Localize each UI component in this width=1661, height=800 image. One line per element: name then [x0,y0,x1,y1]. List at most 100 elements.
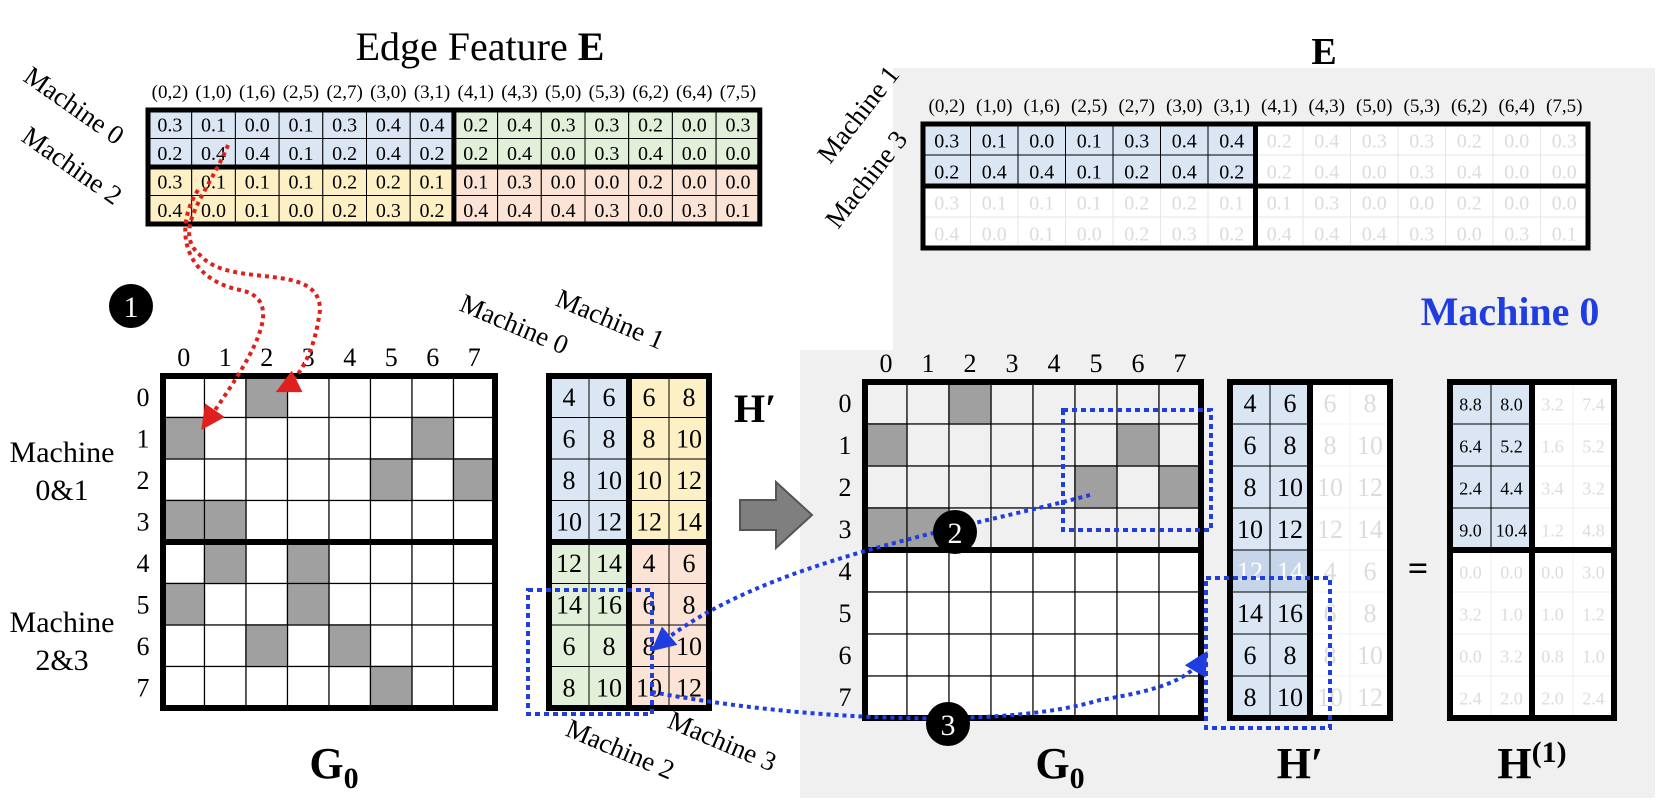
hprime-cell [1269,423,1311,467]
graph-col-index: 2 [260,343,273,372]
graph-cell [203,665,247,709]
edge-cell-value: 0.3 [1124,130,1149,152]
graph-cell [990,423,1034,467]
graph-cell [203,582,247,626]
graph-cell [245,541,289,585]
edge-col-header: (4,1) [458,82,494,103]
hprime-value: 8 [1244,683,1257,712]
edge-cell [628,166,673,196]
edge-cell-value: 0.3 [934,192,959,214]
edge-cell-value: 0.3 [594,143,619,165]
hprime-value: 8 [1364,599,1377,628]
h1-value: 0.0 [1459,563,1482,583]
graph-cell [245,458,289,502]
equals-sign: = [1408,548,1429,588]
graph-cell [162,375,206,419]
h1-cell [1449,423,1492,467]
graph-col-index: 1 [219,343,232,372]
edge-cell [1445,154,1494,187]
edge-col-header: (3,1) [414,82,450,103]
graph-cell [328,582,372,626]
h1-value: 1.2 [1582,605,1605,625]
edge-cell [1302,123,1351,156]
edge-cell-value: 0.2 [1124,192,1149,214]
edge-cell-value: 0.1 [1219,192,1244,214]
edge-cell [1492,185,1541,218]
graph-cell [286,416,330,460]
hprime-value: 4 [643,549,656,578]
hprime-value: 12 [556,549,582,578]
hprime-cell [668,583,710,626]
graph-col-index: 4 [343,343,356,372]
h1-value: 4.8 [1582,521,1605,541]
graph-cell [906,549,950,593]
edge-cell-value: 0.0 [725,171,750,193]
graph-cell [990,465,1034,509]
graph-cell [1074,381,1118,425]
graph-cell [328,499,372,543]
edge-col-header: (0,2) [929,96,965,117]
label-g0-left: G0 [309,739,358,795]
graph-cell [948,591,992,635]
edge-col-header: (6,2) [632,82,668,103]
graph-cell [328,375,372,419]
graph-edge-cell [286,541,330,585]
edge-cell [409,195,455,225]
edge-cell [540,138,586,168]
edge-cell-value: 0.2 [638,171,663,193]
hprime-value: 14 [556,590,582,619]
h1-value: 1.0 [1582,647,1605,667]
edge-cell-value: 0.4 [245,143,270,165]
graph-edge-cell [1158,465,1202,509]
graph-cell [906,591,950,635]
hprime-value: 6 [1364,557,1377,586]
graph-cell [1158,591,1202,635]
graph-cell [1158,675,1202,719]
h1-value: 2.0 [1500,689,1523,709]
edge-cell-value: 0.2 [463,114,488,136]
graph-cell [411,458,455,502]
hprime-value: 8 [563,673,576,702]
edge-cell [1065,123,1114,156]
hprime-cell [1349,381,1391,425]
hprime-cell [1269,381,1311,425]
hprime-value: 6 [683,549,696,578]
edge-cell-value: 0.3 [725,114,750,136]
graph-edge-cell [1116,423,1160,467]
graph-row-index: 3 [839,515,852,544]
hprime-value: 8 [643,424,656,453]
edge-cell-value: 0.0 [725,143,750,165]
hprime-value: 16 [1277,599,1303,628]
edge-cell-value: 0.3 [934,130,959,152]
graph-cell [162,541,206,585]
h1-value: 7.4 [1582,395,1605,415]
hprime-value: 10 [596,673,622,702]
h1-value: 3.2 [1459,605,1482,625]
graph-row-index: 3 [137,507,150,536]
graph-row-index: 4 [839,557,852,586]
graph-cell [411,665,455,709]
edge-cell-value: 0.4 [507,114,532,136]
graph-cell [1116,549,1160,593]
hprime-value: 8 [1284,641,1297,670]
edge-cell-value: 0.1 [245,200,270,222]
hprime-value: 4 [563,383,576,412]
h1-value: 0.0 [1459,647,1482,667]
graph-cell [452,375,496,419]
hprime-value: 12 [1237,557,1263,586]
h1-value: 4.4 [1500,479,1523,499]
edge-cell [1207,154,1256,187]
graph-col-index: 0 [880,349,893,378]
edge-cell-value: 0.1 [982,130,1007,152]
edge-feature-table-right: (0,2)(1,0)(1,6)(2,5)(2,7)(3,0)(3,1)(4,1)… [920,96,1591,251]
h1-value: 3.4 [1541,479,1564,499]
edge-cell-value: 0.1 [982,192,1007,214]
graph-cell [411,541,455,585]
edge-feature-title: Edge Feature E [356,24,605,69]
graph-cell [162,458,206,502]
graph-cell [906,465,950,509]
graph-cell [245,499,289,543]
edge-cell-value: 0.4 [982,161,1007,183]
edge-cell-value: 0.4 [420,114,445,136]
graph-row-index: 6 [137,632,150,661]
